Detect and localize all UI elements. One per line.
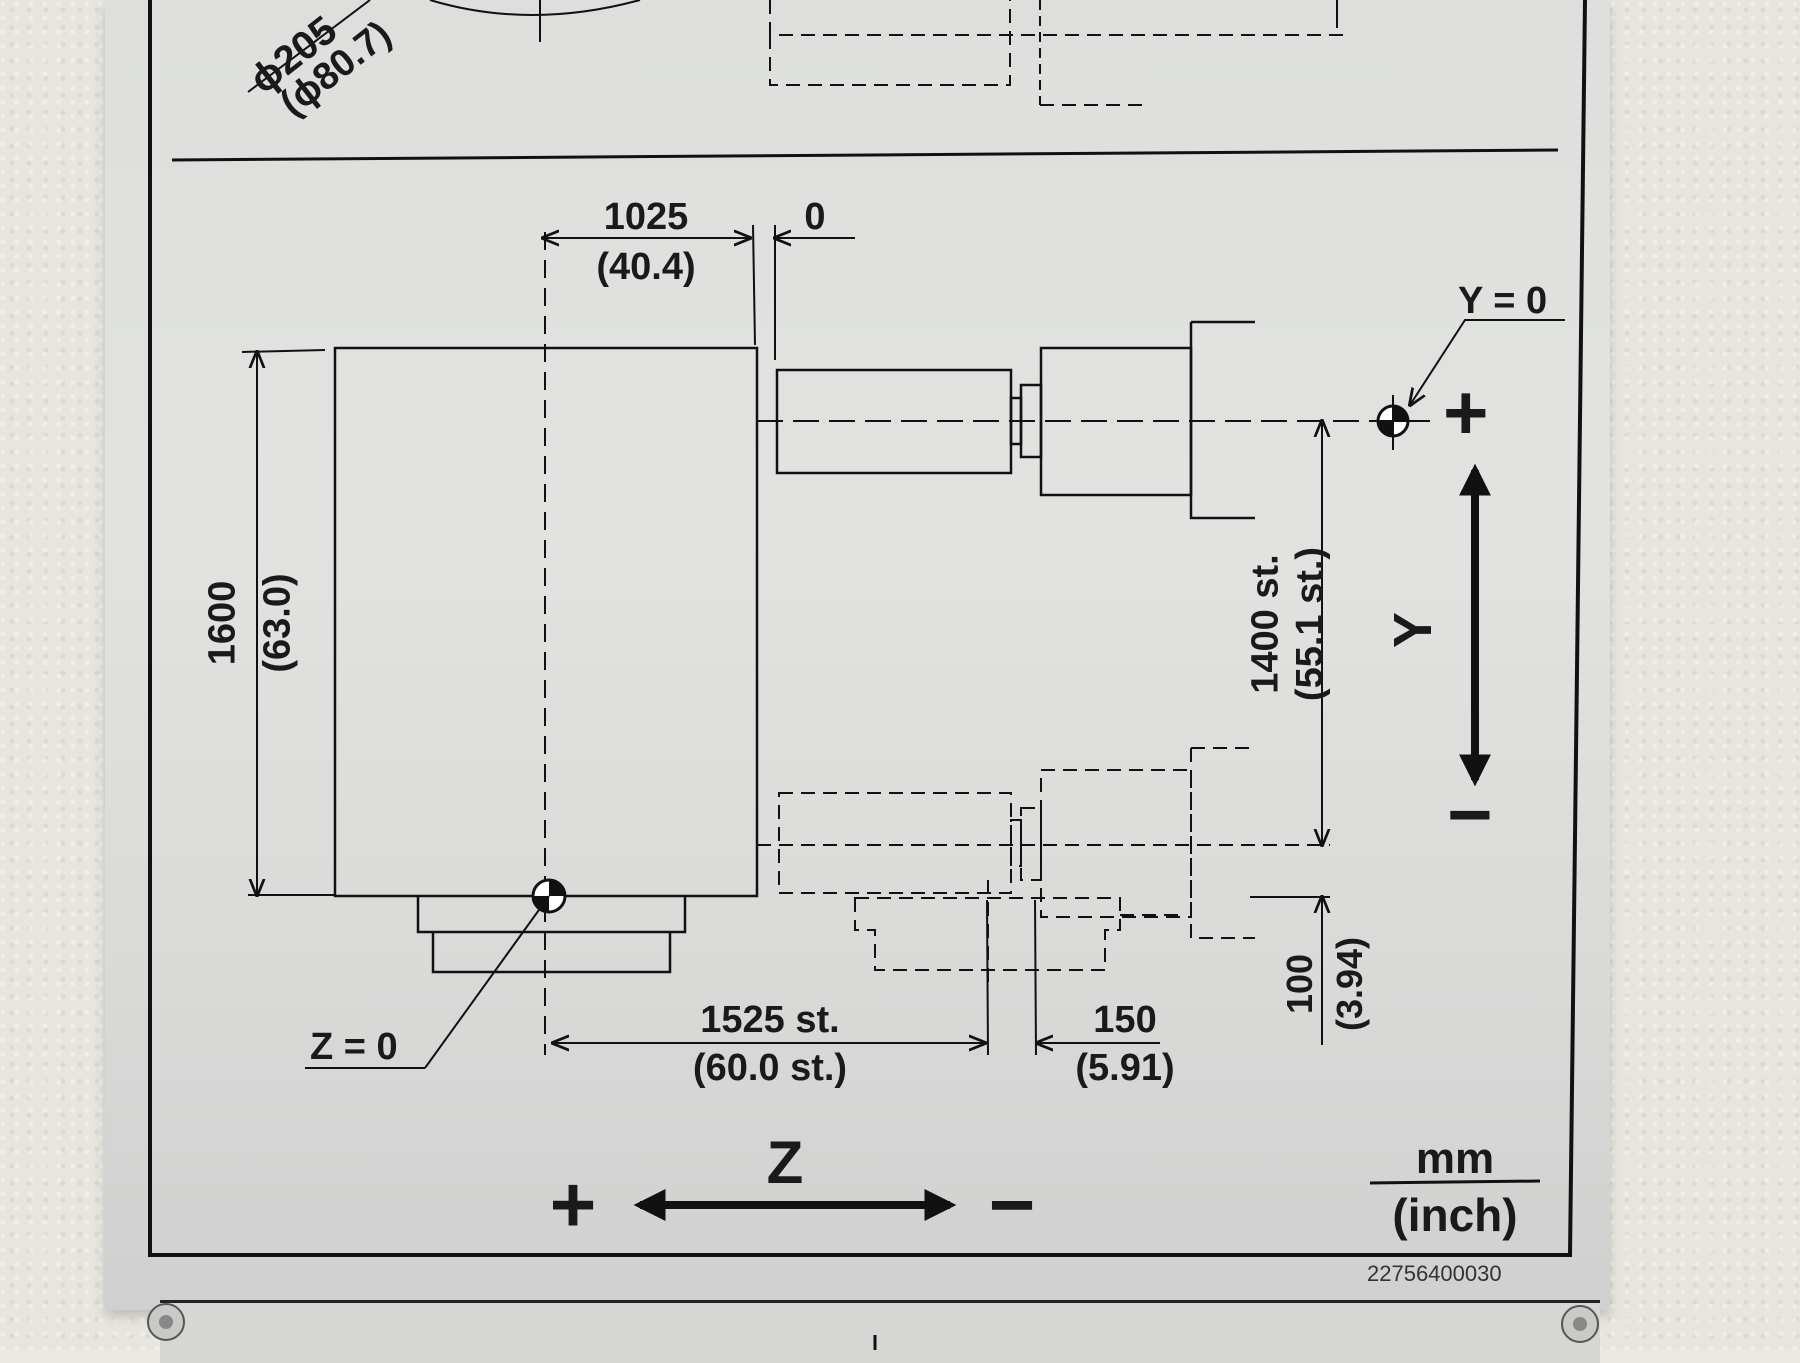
headstock-block <box>333 232 759 1055</box>
tool-lower-dashed <box>757 747 1330 990</box>
dim-1025 <box>543 224 855 360</box>
mounting-screw-left <box>147 1303 185 1341</box>
part-number: 22756400030 <box>1367 1261 1502 1286</box>
section-divider <box>171 148 1559 162</box>
y-plus-sign: + <box>1443 368 1489 456</box>
mounting-screw-right <box>1561 1305 1599 1343</box>
unit-mm: mm <box>1415 1134 1495 1183</box>
dim-1525-inch: (60.0 st.) <box>692 1047 848 1089</box>
tool-upper <box>757 320 1385 520</box>
z-minus-sign: − <box>988 1160 1036 1249</box>
z-zero-marker <box>305 878 567 1069</box>
dim-100-mm: 100 <box>1279 953 1321 1015</box>
dim-1525-150 <box>553 899 1160 1056</box>
dim-1600-inch: (63.0) <box>256 573 299 673</box>
dim-100-inch: (3.94) <box>1329 936 1371 1032</box>
top-section <box>247 0 1345 106</box>
y-minus-sign: − <box>1447 770 1493 858</box>
axis-z-label: Z <box>766 1129 804 1196</box>
z-plus-sign: + <box>549 1160 597 1249</box>
dim-150-mm: 150 <box>1093 999 1157 1041</box>
dim-1600 <box>241 349 335 895</box>
dim-1400 <box>1250 421 1330 1045</box>
dim-1025-mm: 1025 <box>603 196 689 238</box>
axis-y-label: Y <box>1383 611 1444 649</box>
dim-1400-inch: (55.1 st.) <box>1289 546 1332 702</box>
dim-150-inch: (5.91) <box>1075 1047 1175 1089</box>
diagram-plate <box>105 0 1610 1310</box>
y-zero-label: Y = 0 <box>1458 280 1548 322</box>
z-zero-label: Z = 0 <box>310 1026 398 1068</box>
dim-1525-mm: 1525 st. <box>700 999 840 1041</box>
dim-zero: 0 <box>804 196 826 238</box>
dim-1400-mm: 1400 st. <box>1244 554 1287 694</box>
dim-1600-mm: 1600 <box>201 580 244 666</box>
y-zero-marker <box>1370 319 1565 450</box>
unit-fraction-bar <box>1369 1179 1541 1185</box>
frame-border <box>148 0 1587 1257</box>
dim-1025-inch: (40.4) <box>596 246 696 288</box>
unit-inch: (inch) <box>1392 1189 1518 1241</box>
